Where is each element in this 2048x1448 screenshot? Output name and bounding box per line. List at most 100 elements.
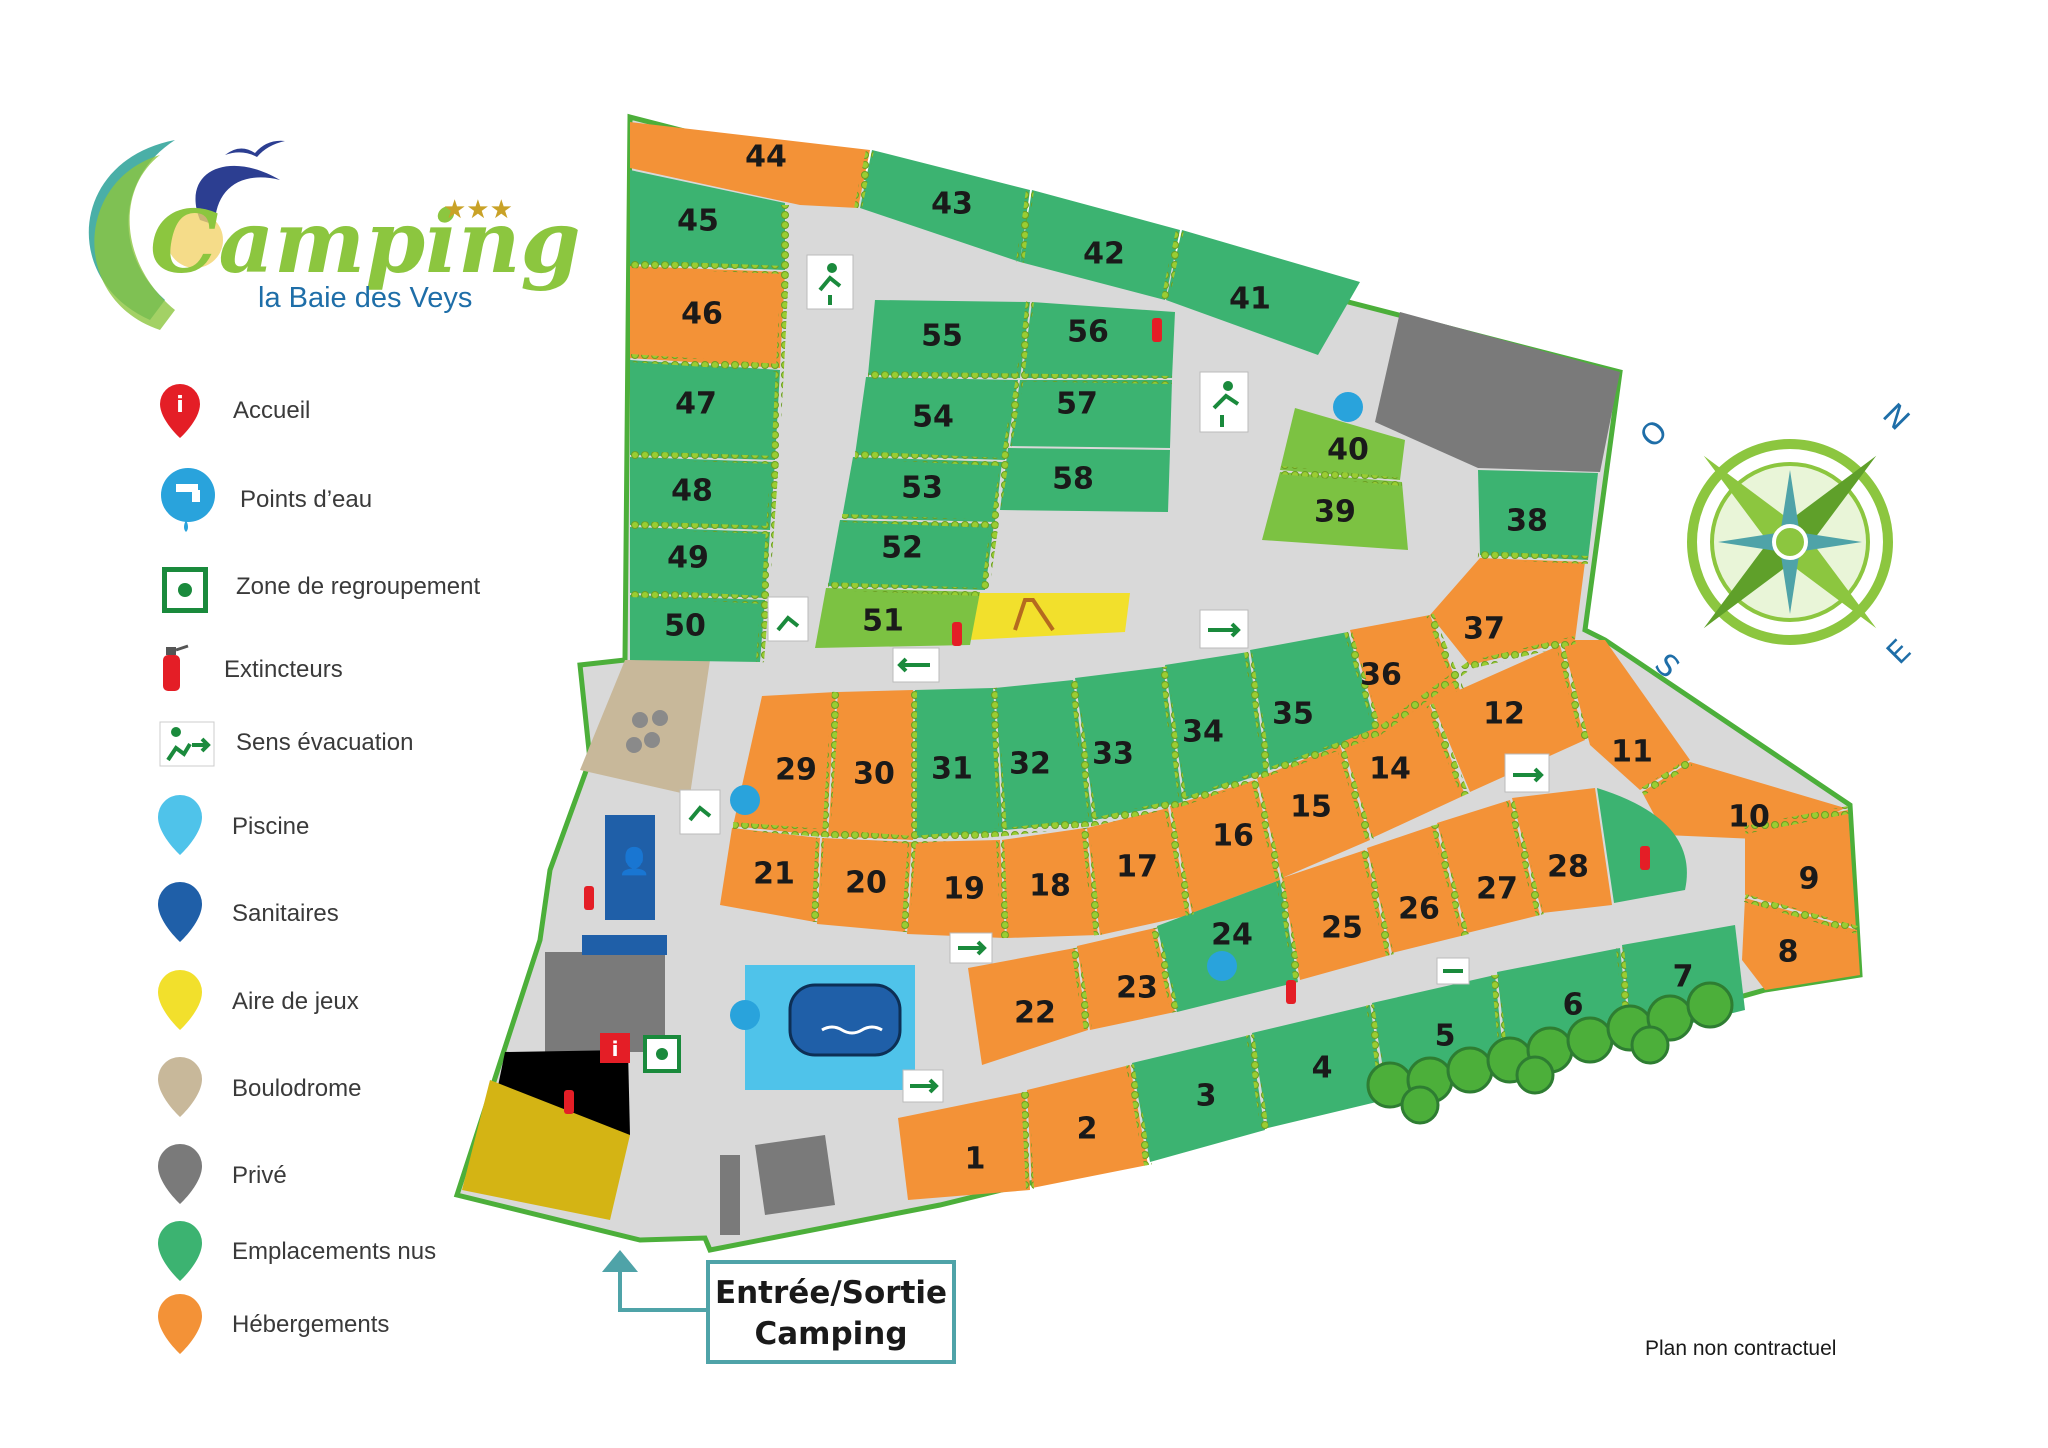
- lot-label: 39: [1314, 495, 1356, 530]
- lot-label: 26: [1398, 892, 1440, 927]
- lot-label: 24: [1211, 918, 1253, 953]
- lot-label: 16: [1212, 819, 1254, 854]
- boulodrome: [580, 660, 710, 795]
- logo: Camping ★★★ la Baie des Veys: [88, 140, 581, 330]
- pin-icon: [158, 795, 202, 855]
- sanitaires-annex: [582, 935, 667, 955]
- legend-item-regroupement: Zone de regroupement: [162, 567, 480, 613]
- sanitaires-block: [605, 815, 655, 920]
- lot-51: [815, 588, 980, 648]
- reception-annex: [462, 1080, 630, 1220]
- evacuation-arrow-icon: [806, 254, 854, 310]
- assembly-point-icon: [643, 1035, 681, 1073]
- legend: i Accueil Points d’eau Zone de regroupem…: [158, 384, 480, 1354]
- lot-label: 7: [1673, 960, 1694, 995]
- lot-label: 23: [1116, 971, 1158, 1006]
- lot-label: 58: [1052, 462, 1094, 497]
- pin-icon: [158, 970, 202, 1030]
- legend-item-piscine: Piscine: [158, 795, 309, 855]
- entry-line-2: Camping: [754, 1316, 907, 1352]
- lot-27: [1437, 800, 1540, 933]
- lot-label: 55: [921, 319, 963, 354]
- fire-extinguisher-icon: [564, 1090, 574, 1114]
- lot-30: [828, 690, 913, 840]
- lot-label: 1: [965, 1142, 986, 1177]
- legend-item-prive: Privé: [158, 1144, 287, 1204]
- lot-56: [1022, 302, 1175, 378]
- hedges: [629, 149, 1859, 1191]
- legend-label: Points d’eau: [240, 486, 372, 513]
- legend-item-hebergements: Hébergements: [158, 1294, 389, 1354]
- lot-label: 18: [1029, 869, 1071, 904]
- lot-label: 20: [845, 866, 887, 901]
- compass-west: O: [1634, 414, 1675, 455]
- logo-title: Camping: [150, 192, 581, 293]
- lot-45: [630, 170, 785, 270]
- water-tap-icon: [730, 785, 760, 815]
- lot-label: 40: [1327, 433, 1369, 468]
- pin-icon: [158, 1057, 202, 1117]
- lot-54: [855, 377, 1018, 460]
- lot-39: [1262, 472, 1408, 550]
- evacuation-arrow-icon: [1199, 609, 1249, 649]
- lot-label: 35: [1272, 697, 1314, 732]
- lot-58: [1000, 448, 1170, 512]
- lot-34: [1165, 652, 1268, 800]
- entry-sign: Entrée/Sortie Camping: [602, 1250, 956, 1364]
- lot-9: [1745, 810, 1856, 928]
- water-tap-icon: [1207, 951, 1237, 981]
- lot-label: 53: [901, 471, 943, 506]
- lot-55: [868, 300, 1030, 378]
- lot-label: 57: [1056, 387, 1098, 422]
- lot-label: 19: [943, 872, 985, 907]
- fire-extinguisher-icon: [163, 655, 180, 691]
- lot-label: 49: [667, 541, 709, 576]
- fire-extinguisher-icon: [1640, 846, 1650, 870]
- evacuation-arrow-icon: [679, 789, 721, 835]
- legend-label: Accueil: [233, 397, 310, 424]
- evacuation-arrow-icon: [1436, 957, 1470, 985]
- lot-57: [1010, 380, 1172, 448]
- info-marker-icon: [600, 1033, 630, 1063]
- legend-label: Sens évacuation: [236, 729, 413, 756]
- lot-47: [630, 360, 780, 460]
- legend-label: Aire de jeux: [232, 988, 359, 1015]
- swimmer-icon: [821, 1025, 883, 1035]
- lot-label: 37: [1463, 612, 1505, 647]
- lot-19: [907, 840, 1005, 938]
- lot-33: [1075, 667, 1183, 820]
- lot-36: [1350, 615, 1460, 730]
- lot-48: [630, 457, 775, 530]
- lot-label: 52: [881, 531, 923, 566]
- lot-label: 25: [1321, 911, 1363, 946]
- pin-icon: [158, 1294, 202, 1354]
- legend-item-aire-jeux: Aire de jeux: [158, 970, 359, 1030]
- fire-extinguisher-icon: [952, 622, 962, 646]
- lot-1: [898, 1092, 1030, 1200]
- lot-label: 56: [1067, 315, 1109, 350]
- compass: N E S O: [1634, 397, 1919, 685]
- lot-label: 36: [1360, 658, 1402, 693]
- lot-label: 21: [753, 857, 795, 892]
- lot-label: 51: [862, 604, 904, 639]
- lot-label: 48: [671, 474, 713, 509]
- pin-icon: [158, 882, 202, 942]
- evacuation-arrow-icon: [949, 932, 993, 964]
- legend-label: Zone de regroupement: [236, 573, 480, 600]
- pool-basin: [788, 983, 902, 1057]
- lot-label: 46: [681, 297, 723, 332]
- lot-53: [842, 457, 1002, 522]
- logo-subtitle: la Baie des Veys: [258, 282, 472, 314]
- lot-label: 12: [1483, 697, 1525, 732]
- lot-14: [1342, 705, 1465, 838]
- evacuation-markers: [679, 254, 1550, 1103]
- legend-label: Emplacements nus: [232, 1238, 436, 1265]
- lot-50: [630, 595, 765, 662]
- water-tap-icon: [730, 1000, 760, 1030]
- play-area: [968, 593, 1130, 640]
- lot-49: [630, 527, 770, 598]
- lot-52: [828, 520, 994, 590]
- slide-icon: [1013, 598, 1055, 632]
- evacuation-arrow-icon: [1504, 753, 1550, 793]
